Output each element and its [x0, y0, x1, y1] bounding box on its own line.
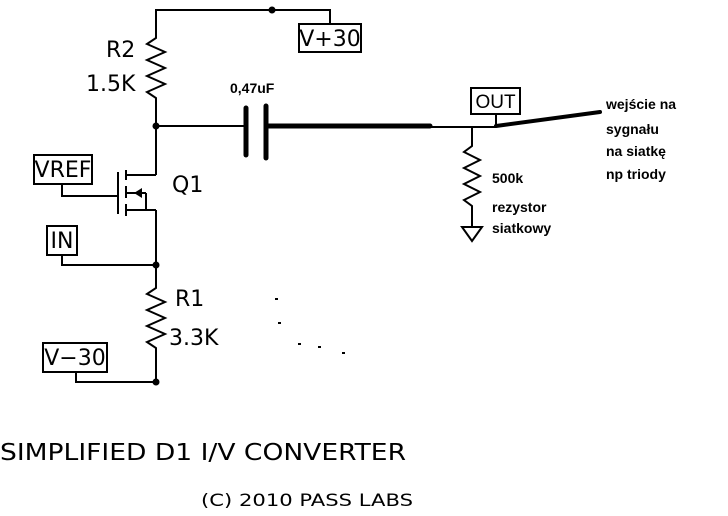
grid-link-line: [494, 110, 602, 128]
res-500k-label: 500k: [492, 170, 523, 186]
v-plus-label: V+30: [299, 27, 360, 52]
top-wire: [155, 9, 331, 30]
speck: [342, 352, 345, 354]
v-minus-wire: [75, 372, 156, 383]
note-line1: wejście na: [605, 96, 676, 112]
q1-label: Q1: [172, 173, 203, 198]
diagram-title: SIMPLIFIED D1 I/V CONVERTER: [0, 440, 406, 466]
rezystor-line2: siatkowy: [492, 220, 551, 236]
in-box: [46, 225, 78, 256]
rezystor-line1: rezystor: [492, 199, 547, 215]
v-minus-box: [42, 342, 108, 373]
speck: [278, 322, 281, 324]
out-box: [470, 87, 521, 115]
vref-label: VREF: [35, 158, 92, 183]
speck: [298, 343, 301, 345]
r1-name: R1: [175, 287, 204, 312]
v-plus-box: [298, 23, 362, 53]
r2-resistor: [144, 30, 168, 110]
cap-value: 0,47uF: [230, 80, 275, 96]
speck: [275, 298, 278, 300]
copyright-text: (C) 2010 PASS LABS: [201, 491, 413, 511]
r1-resistor: [144, 265, 168, 382]
v-minus-label: V−30: [44, 346, 105, 371]
note-line3: na siatkę: [606, 143, 666, 159]
speck: [318, 346, 321, 348]
grid-resistor: [461, 127, 483, 226]
in-label: IN: [51, 229, 74, 254]
r2-value: 1.5K: [86, 72, 136, 97]
vref-box: [33, 154, 93, 185]
top-junction: [268, 6, 276, 14]
note-line2: sygnału: [606, 121, 659, 137]
r1-value: 3.3K: [169, 326, 219, 351]
r2-name: R2: [106, 38, 135, 63]
q1-mosfet: [117, 166, 157, 265]
note-line4: np triody: [606, 166, 666, 182]
in-wire: [61, 255, 156, 266]
gate-wire: [61, 184, 118, 197]
ground-symbol: [460, 226, 484, 243]
out-label: OUT: [475, 92, 516, 113]
